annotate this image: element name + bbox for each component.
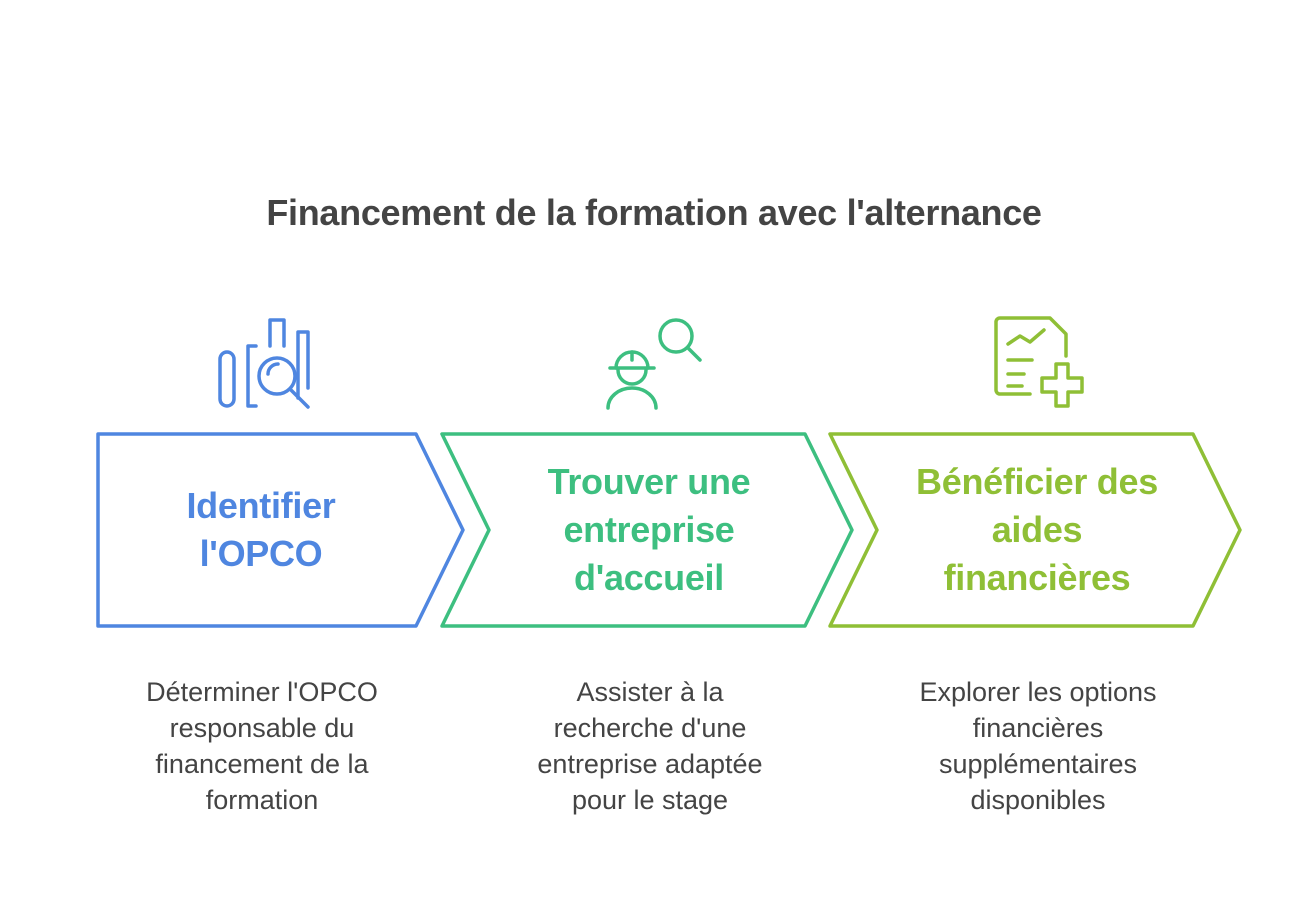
- step-3-description-line: supplémentaires: [938, 749, 1138, 779]
- step-2-title-line: d'accueil: [574, 557, 724, 598]
- step-1-title: Identifier l'OPCO: [96, 430, 426, 630]
- step-1-title-line: l'OPCO: [199, 533, 323, 574]
- step-3-description-line: disponibles: [970, 785, 1106, 815]
- step-3-title-line: Bénéficier des: [916, 461, 1158, 502]
- diagram-title: Financement de la formation avec l'alter…: [266, 192, 1042, 233]
- step-3-title-line: aides: [991, 509, 1083, 550]
- financial-report-plus-icon: [990, 312, 1090, 412]
- step-2-description-line: pour le stage: [571, 785, 729, 815]
- step-2-description-line: Assister à la: [576, 677, 724, 707]
- step-2-chevron: Trouver une entreprise d'accueil: [439, 430, 857, 630]
- step-3-description-line: Explorer les options: [919, 677, 1157, 707]
- step-2-title: Trouver une entreprise d'accueil: [479, 430, 819, 630]
- step-1-description-line: formation: [205, 785, 319, 815]
- worker-search-icon: [602, 312, 702, 412]
- document-search-icon: [212, 312, 312, 412]
- step-2-description-line: entreprise adaptée: [537, 749, 763, 779]
- step-3-chevron: Bénéficier des aides financières: [827, 430, 1245, 630]
- step-3-description-line: financières: [972, 713, 1104, 743]
- step-3-description: Explorer les options financières supplém…: [888, 674, 1188, 818]
- step-3-title-line: financières: [943, 557, 1131, 598]
- step-1-title-line: Identifier: [186, 485, 336, 526]
- step-2-description: Assister à la recherche d'une entreprise…: [500, 674, 800, 818]
- step-3-title: Bénéficier des aides financières: [867, 430, 1207, 630]
- step-1-description-line: responsable du: [169, 713, 355, 743]
- step-2-description-line: recherche d'une: [553, 713, 747, 743]
- step-2-title-line: entreprise: [563, 509, 735, 550]
- step-1-description-line: Déterminer l'OPCO: [146, 677, 378, 707]
- step-2-title-line: Trouver une: [547, 461, 751, 502]
- step-1-chevron: Identifier l'OPCO: [96, 430, 468, 630]
- step-1-description: Déterminer l'OPCO responsable du finance…: [112, 674, 412, 818]
- step-1-description-line: financement de la: [155, 749, 369, 779]
